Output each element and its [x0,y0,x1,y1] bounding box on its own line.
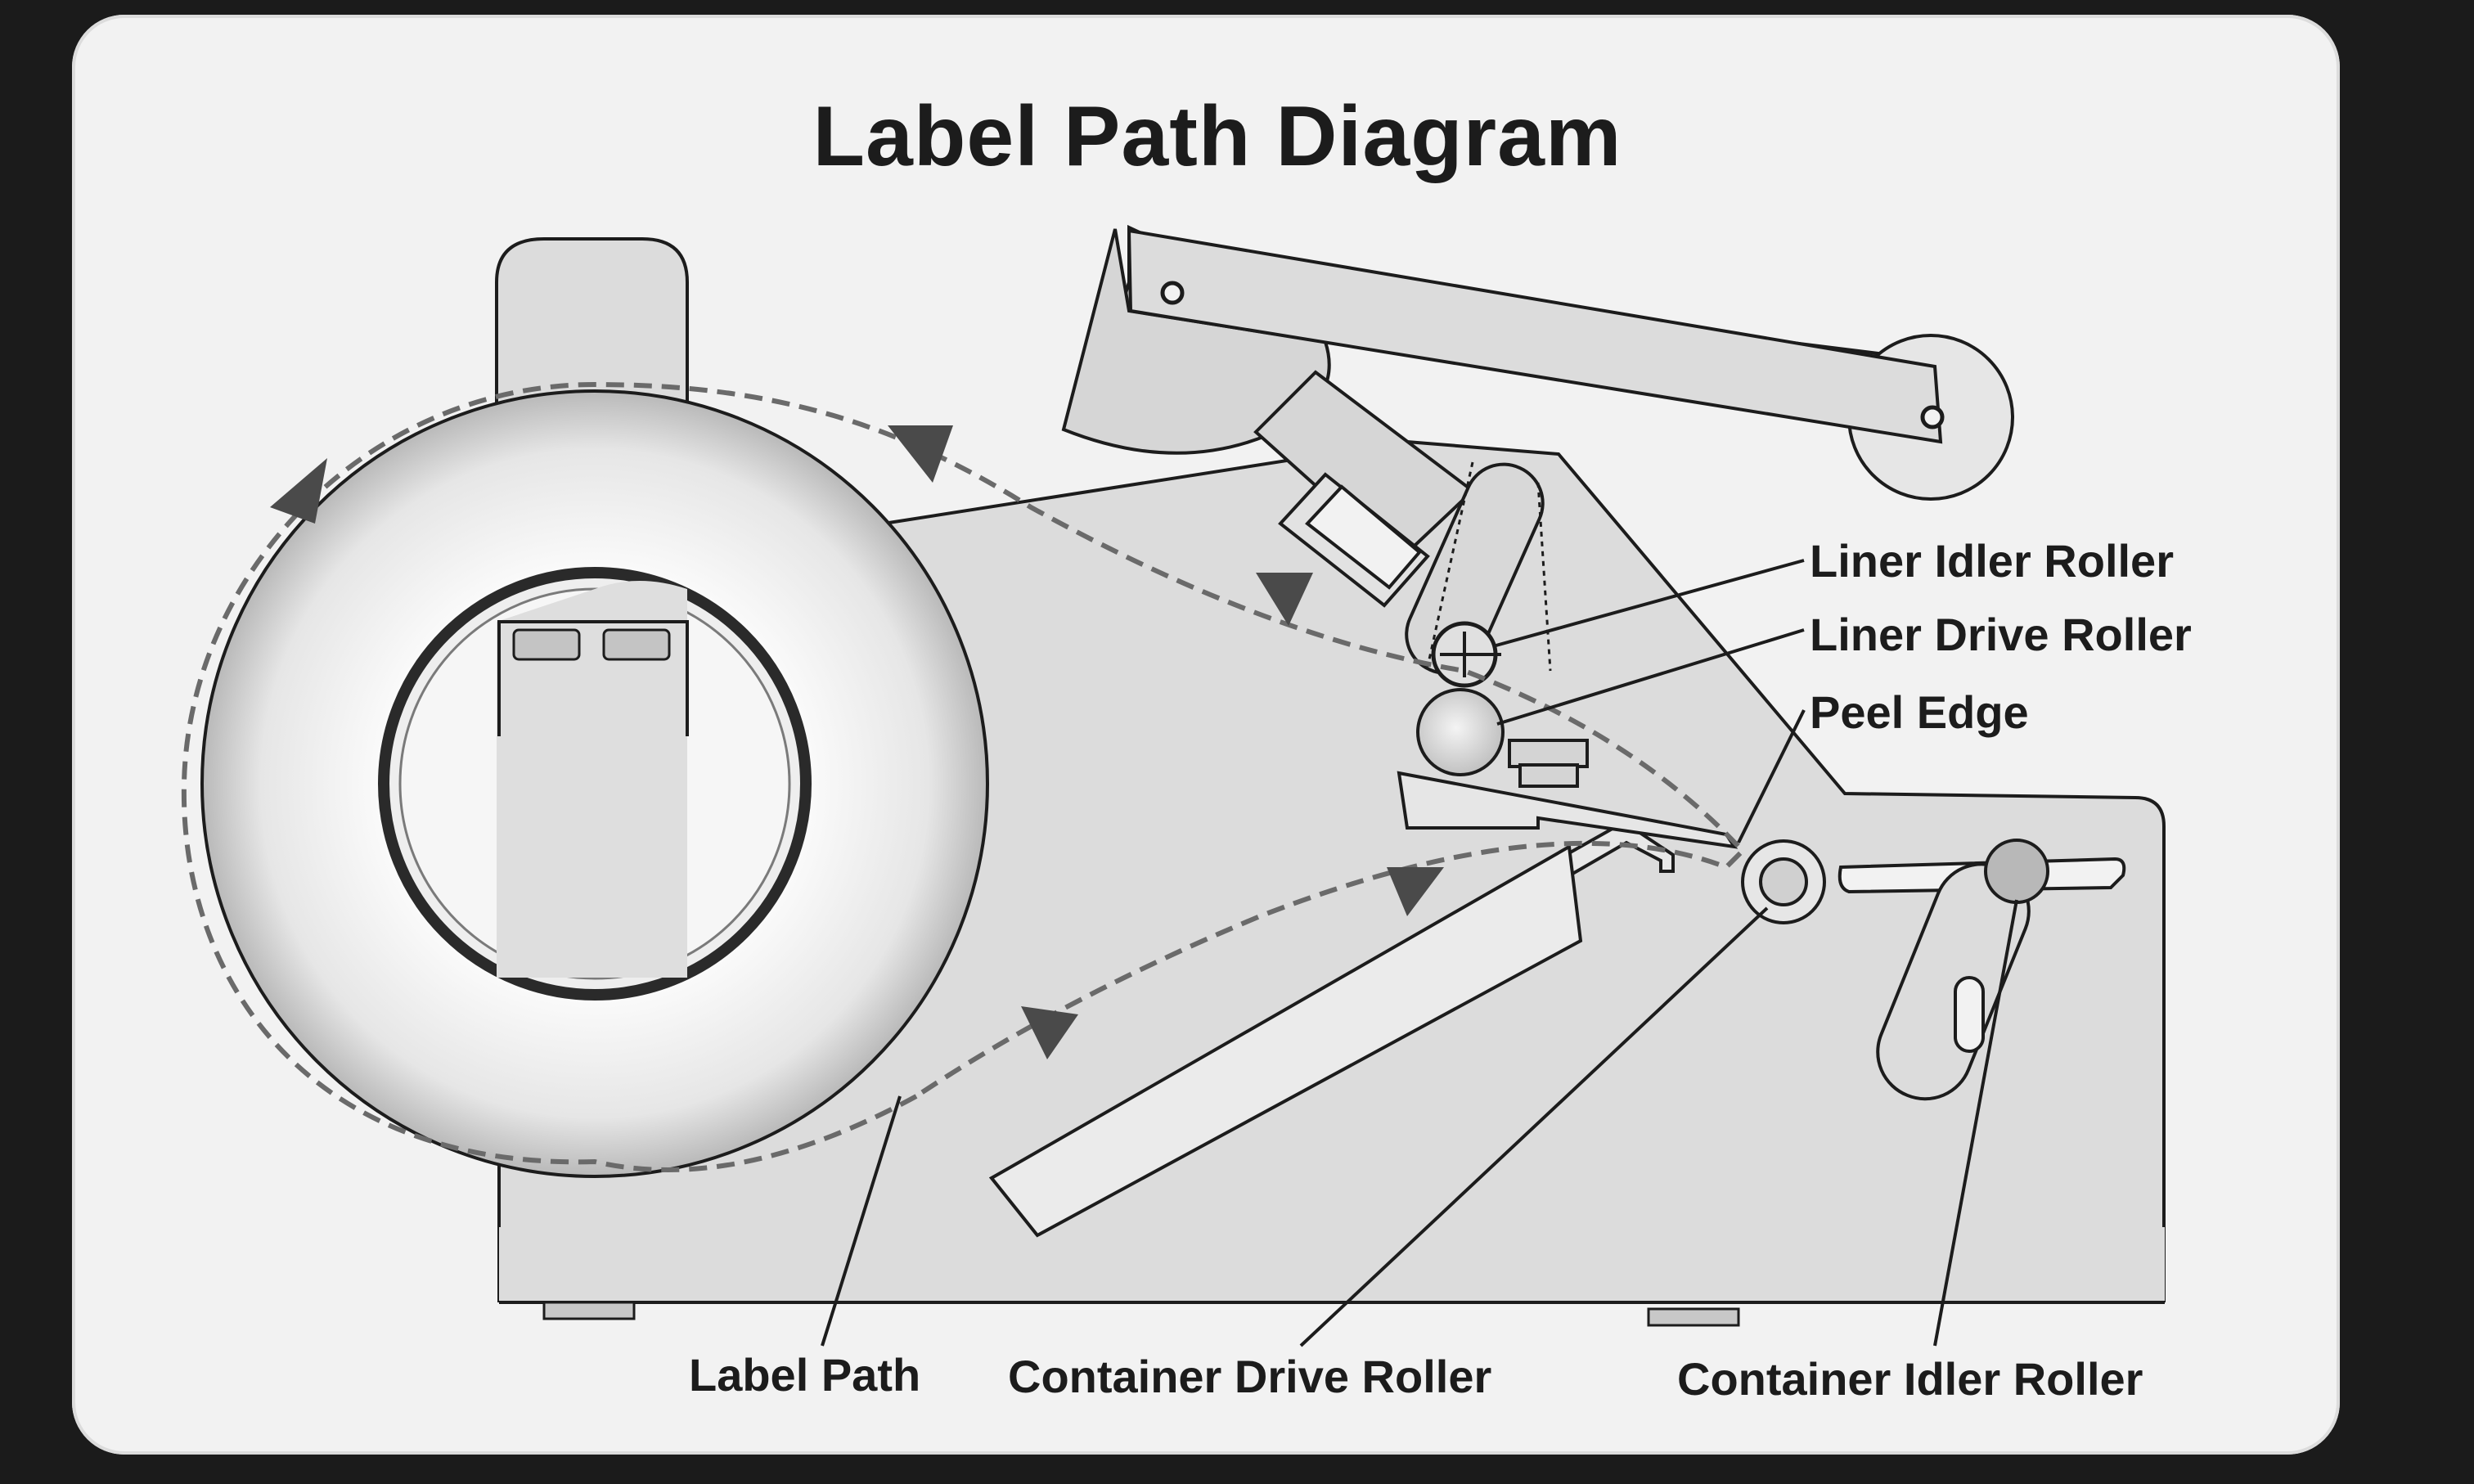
machine-foot-left [542,1301,636,1320]
page-title: Label Path Diagram [812,89,1622,184]
path-arrow [1021,1006,1078,1059]
applicator-plate [988,820,1675,1238]
label-path-line [181,381,1747,1172]
label-peel-edge: Peel Edge [1810,686,2029,738]
label-liner-drive-roller: Liner Drive Roller [1810,609,2192,660]
sensor-bracket [1278,472,1430,608]
path-arrow [1387,867,1444,916]
container-drive-roller [1741,839,1826,924]
leader-peel-edge [1737,709,1806,843]
peel-plate [1397,739,1739,849]
leader-container-idler [1933,899,2018,1347]
leader-liner-idler [1492,559,1805,648]
liner-drive-roller [1416,688,1505,776]
leader-liner-drive [1496,628,1805,726]
path-arrow [270,458,327,524]
label-path-arrows [270,425,1444,1059]
label-label-path: Label Path [689,1349,920,1401]
path-arrow [1256,573,1313,626]
label-container-drive-roller: Container Drive Roller [1008,1351,1491,1402]
label-liner-idler-roller: Liner Idler Roller [1810,535,2174,587]
path-arrow [888,425,953,483]
leader-container-drive [1299,906,1769,1347]
liner-idler-arm [1405,461,1552,675]
label-container-idler-roller: Container Idler Roller [1677,1353,2143,1405]
roll-core [378,567,812,1001]
leader-label-path [821,1095,902,1347]
machine-foot-right [1647,1307,1740,1327]
upper-arm [1061,224,2014,501]
leader-lines [821,559,2018,1347]
container-idler-roller [1984,839,2049,904]
